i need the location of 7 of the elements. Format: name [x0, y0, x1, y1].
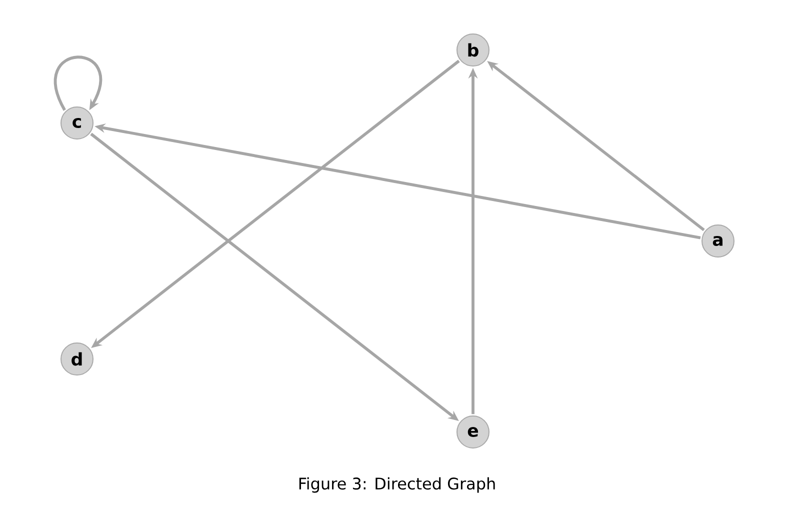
graph-node: d [60, 342, 94, 376]
graph-node: b [456, 34, 490, 66]
graph-node: c [60, 106, 94, 140]
graph-node: a [702, 224, 734, 258]
loop-arrow [54, 56, 102, 111]
caption: Figure 3: Directed Graph [299, 477, 495, 493]
graph-node: e [456, 416, 490, 448]
